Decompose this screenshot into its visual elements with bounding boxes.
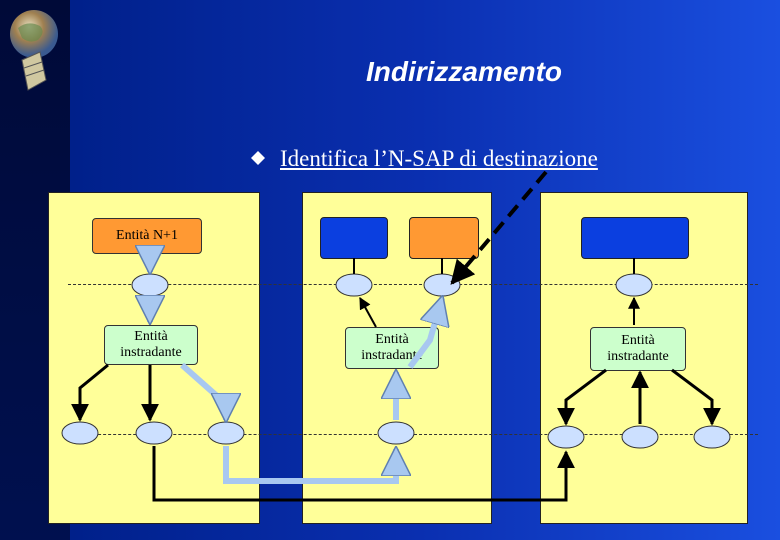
sap-lower-source-2 [136,422,172,444]
sap-upper-destination [616,274,652,296]
sap-lower-source-1 [62,422,98,444]
sap-lower-destination-1 [548,426,584,448]
sap-upper-intermediate-left [336,274,372,296]
sap-lower-destination-3 [694,426,730,448]
sap-lower-source-3 [208,422,244,444]
sap-lower-destination-2 [622,426,658,448]
sap-lower-intermediate [378,422,414,444]
sap-upper-source [132,274,168,296]
